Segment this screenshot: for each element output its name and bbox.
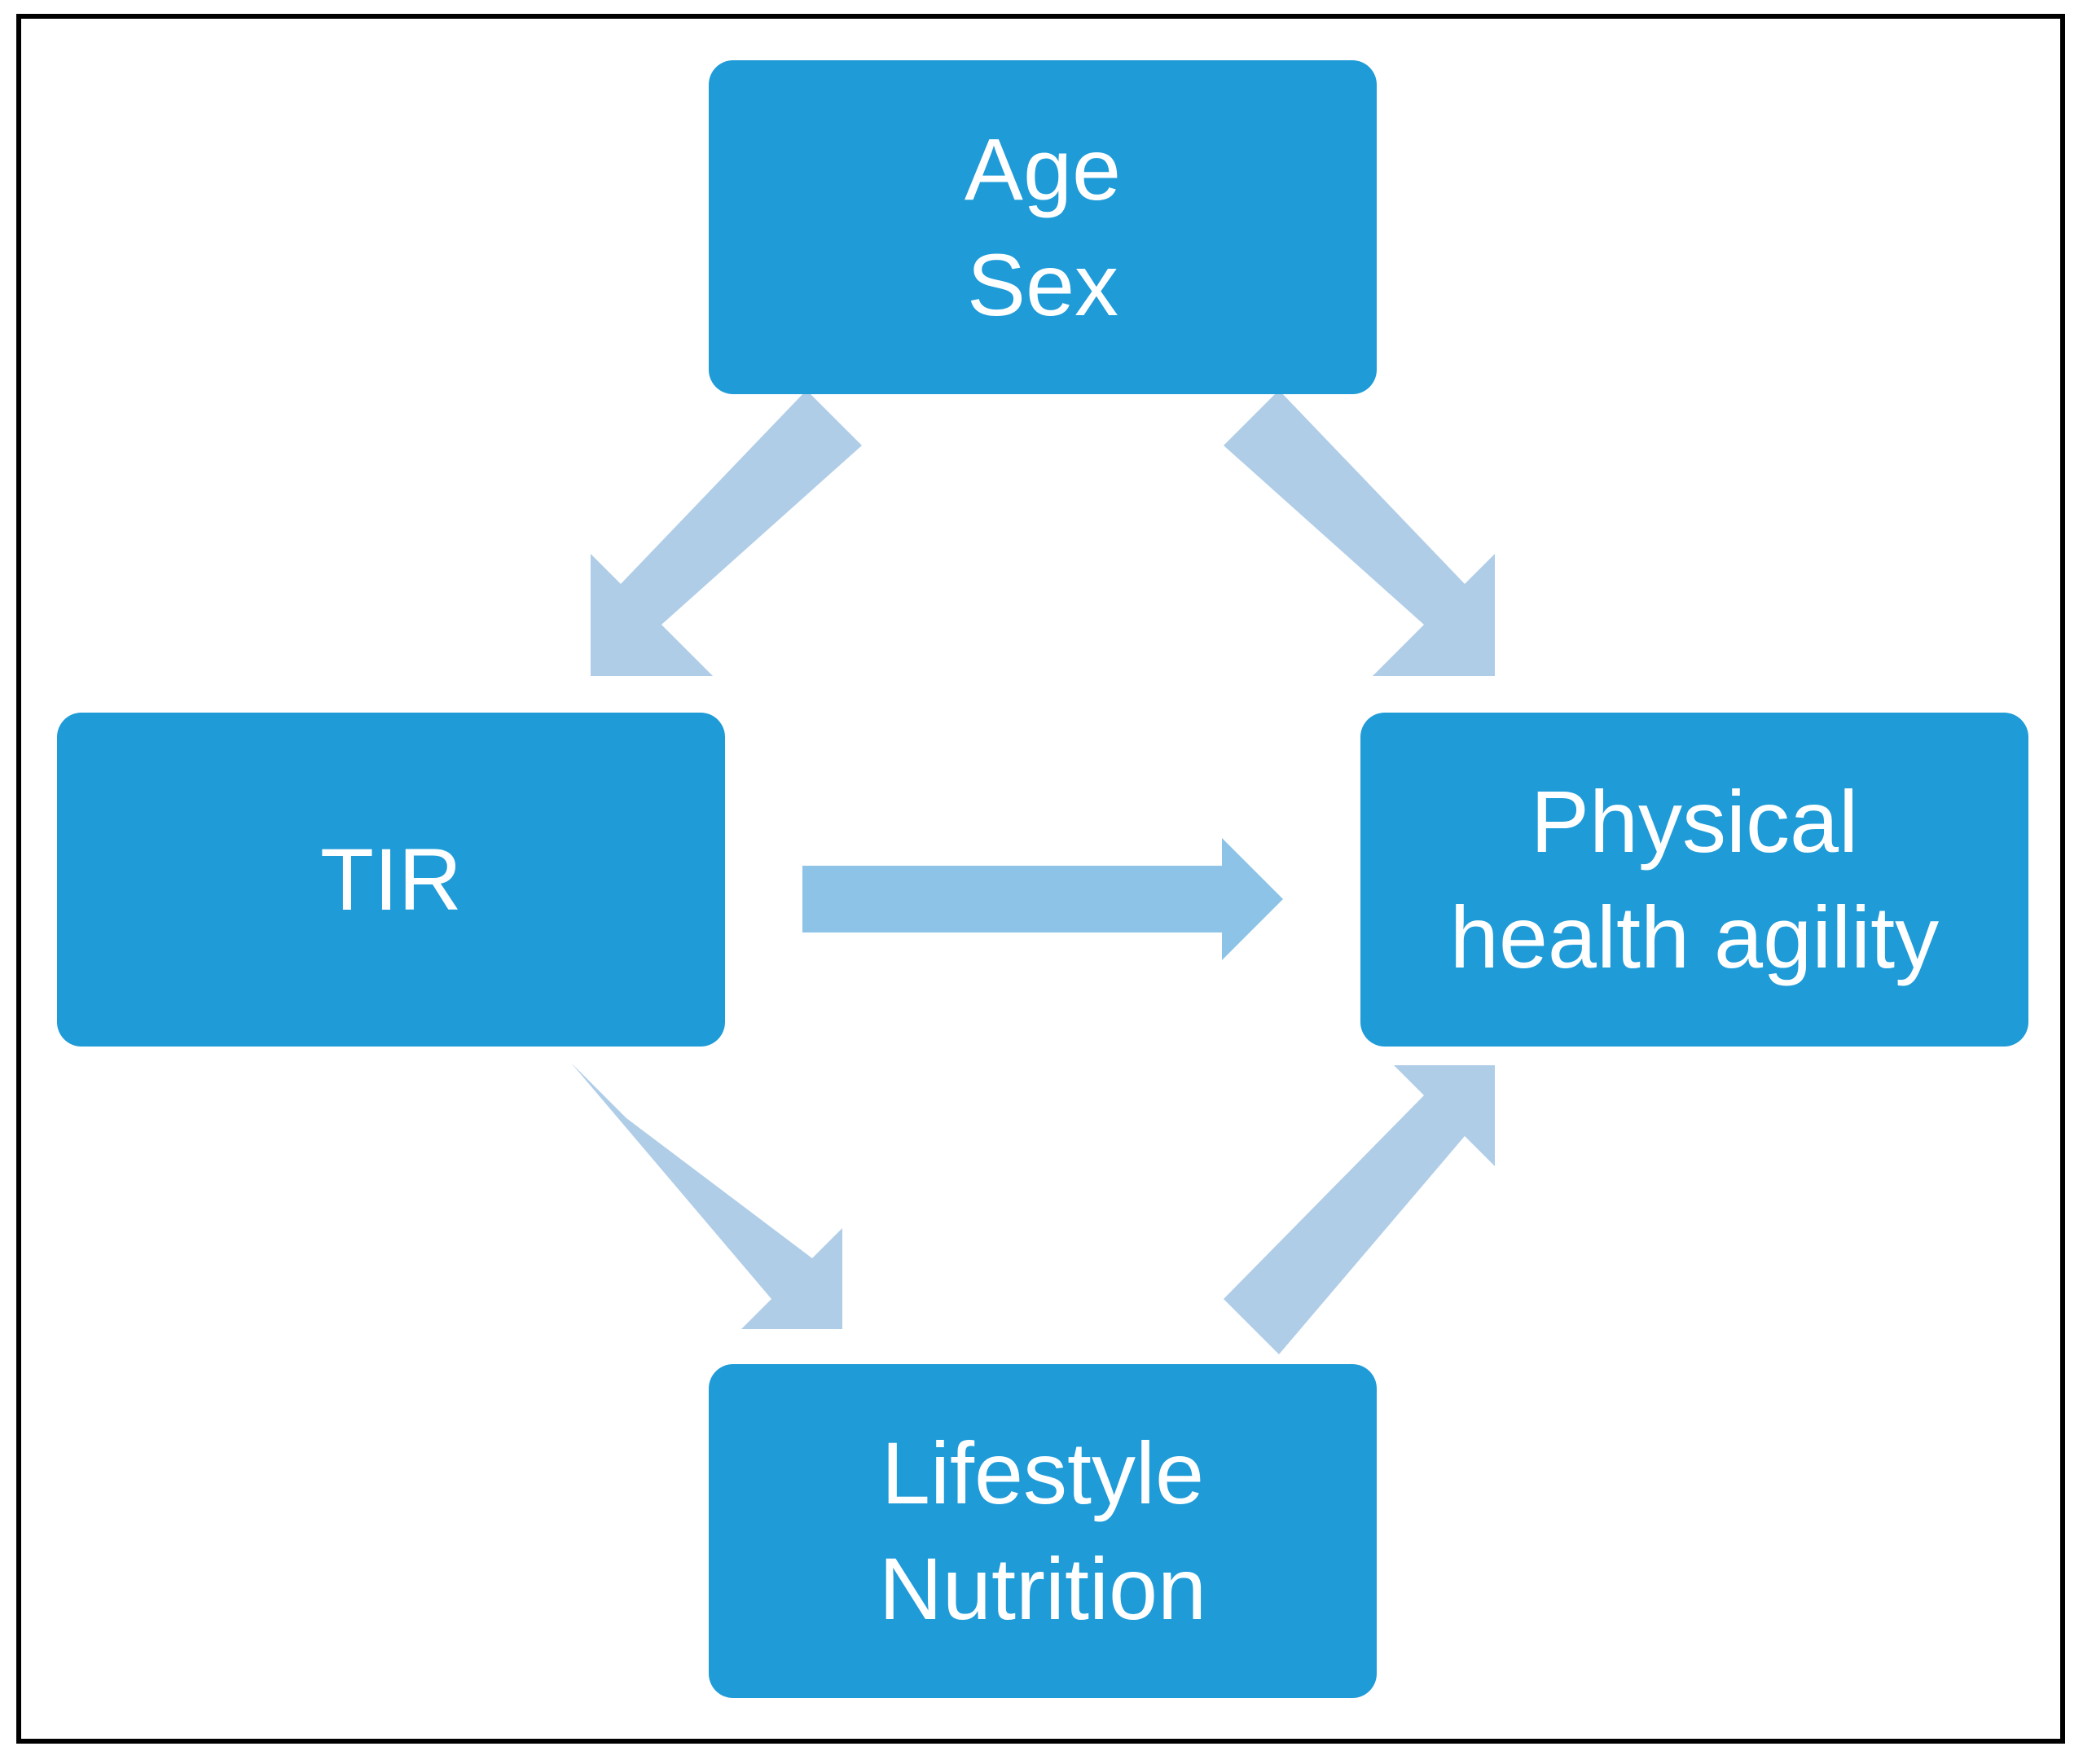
node-lifestyle-nutrition: Lifestyle Nutrition <box>709 1364 1377 1698</box>
node-physical-health-agility-line-1: Physical <box>1530 772 1859 871</box>
arrow-age-sex-to-physical-health-agility <box>1224 390 1495 676</box>
diagram-frame <box>16 14 2065 1744</box>
node-tir: TIR <box>57 713 725 1047</box>
node-age-sex: Age Sex <box>709 60 1377 394</box>
arrow-tir-to-physical-health-agility <box>802 838 1283 960</box>
arrow-tir-to-lifestyle-nutrition <box>571 1063 842 1329</box>
node-physical-health-agility-line-2: health agility <box>1449 888 1940 986</box>
arrow-age-sex-to-tir <box>591 390 862 676</box>
node-age-sex-line-2: Sex <box>966 235 1119 334</box>
node-tir-label: TIR <box>320 830 462 928</box>
node-age-sex-line-1: Age <box>964 120 1122 218</box>
node-physical-health-agility: Physical health agility <box>1360 713 2028 1047</box>
node-lifestyle-nutrition-line-1: Lifestyle <box>881 1424 1205 1522</box>
arrow-lifestyle-nutrition-to-physical-health-agility <box>1224 1065 1495 1354</box>
node-lifestyle-nutrition-line-2: Nutrition <box>878 1539 1207 1638</box>
